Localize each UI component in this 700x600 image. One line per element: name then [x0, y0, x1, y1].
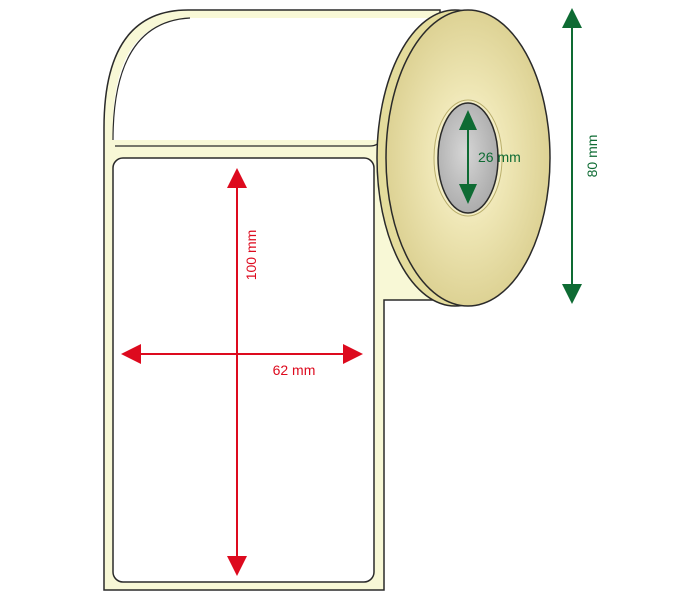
arrow-right-icon: [343, 344, 363, 364]
core-diameter-text: 26 mm: [478, 149, 521, 165]
arrow-down-icon: [562, 284, 582, 304]
arrow-down-icon: [227, 556, 247, 576]
roll-top-label: [113, 18, 432, 140]
label-width-dimension: 62 mm: [121, 344, 363, 378]
core-diameter-dimension: 26 mm: [459, 110, 521, 204]
arrow-left-icon: [121, 344, 141, 364]
arrow-up-icon: [562, 8, 582, 28]
roll-diameter-dimension: 80 mm: [562, 8, 600, 304]
roll-top-label-outline: [112, 17, 191, 141]
label-width-text: 62 mm: [273, 362, 316, 378]
roll-diameter-text: 80 mm: [584, 135, 600, 178]
label-face: [112, 157, 375, 583]
label-height-text: 100 mm: [243, 230, 259, 281]
arrow-up-icon: [227, 168, 247, 188]
arrow-down-icon: [459, 184, 477, 204]
label-height-dimension: 100 mm: [227, 168, 259, 576]
arrow-up-icon: [459, 110, 477, 130]
